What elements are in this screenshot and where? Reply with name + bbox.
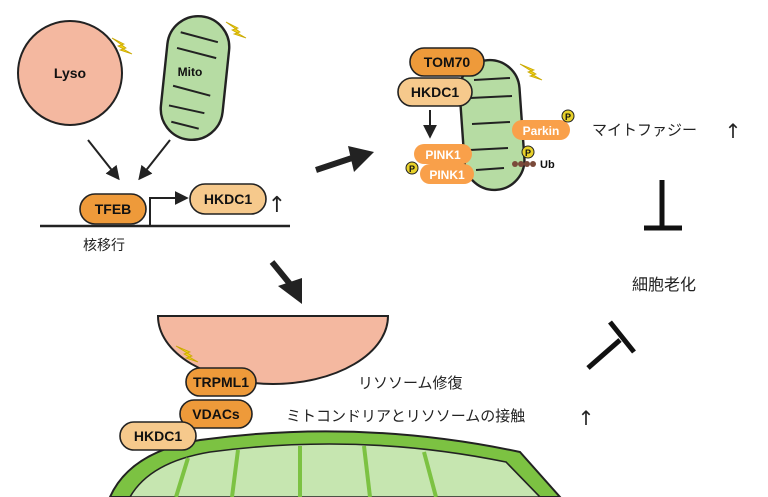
lightning-icon [519, 63, 543, 81]
nuclear-translocation-label: 核移行 [83, 238, 125, 254]
svg-text:TOM70: TOM70 [424, 54, 471, 70]
phospho-icon: P [405, 161, 419, 175]
svg-text:HKDC1: HKDC1 [411, 84, 459, 100]
lysosome-bottom [156, 315, 390, 385]
mitochondrion: Mito [159, 14, 231, 142]
mito-lyso-contact-label: ミトコンドリアとリソソームの接触 [286, 407, 525, 425]
vdacs-pill: VDACs [179, 399, 253, 429]
phospho-icon: P [561, 109, 575, 123]
lysosome-repair-label: リソソーム修復 [358, 374, 463, 392]
arrow-tfeb-to-hkdc1 [149, 191, 189, 226]
mitochondrion-bottom [108, 430, 562, 497]
inhibition-symbol-top [644, 180, 682, 231]
pink1-pill-top: PINK1 [414, 144, 472, 164]
mito-label: Mito [178, 65, 203, 79]
svg-text:TRPML1: TRPML1 [193, 374, 249, 390]
up-arrow-contact: ↑ [578, 406, 595, 430]
tom70-pill: TOM70 [409, 47, 485, 77]
big-arrow-right [315, 146, 374, 173]
arrow-lyso-to-tfeb [87, 139, 120, 181]
tfeb-pill: TFEB [79, 193, 147, 225]
hkdc1-pill-right: HKDC1 [397, 77, 473, 107]
arrow-mito-to-tfeb [138, 139, 171, 181]
hkdc1-pill-bottom: HKDC1 [119, 421, 197, 451]
lightning-icon [175, 345, 199, 363]
lightning-icon [225, 21, 247, 39]
svg-text:P: P [565, 112, 571, 122]
up-arrow-hkdc1: ↑ [268, 193, 286, 218]
big-arrow-down [269, 260, 302, 304]
pink1-pill-bottom: PINK1 [420, 164, 474, 184]
svg-text:VDACs: VDACs [192, 406, 240, 422]
svg-text:P: P [409, 164, 415, 174]
svg-text:PINK1: PINK1 [425, 148, 461, 162]
lysosome: Lyso [17, 20, 123, 126]
ubiquitin-chain: Ub [512, 159, 555, 171]
svg-text:HKDC1: HKDC1 [204, 191, 252, 207]
lightning-icon [111, 37, 133, 55]
svg-text:TFEB: TFEB [95, 201, 132, 217]
svg-text:PINK1: PINK1 [429, 168, 465, 182]
trpml1-pill: TRPML1 [185, 367, 257, 397]
svg-text:Ub: Ub [540, 159, 555, 171]
svg-text:HKDC1: HKDC1 [134, 428, 182, 444]
lyso-label: Lyso [54, 65, 86, 81]
svg-text:Parkin: Parkin [523, 124, 560, 138]
senescence-label: 細胞老化 [632, 275, 696, 294]
hkdc1-pill-top: HKDC1 [189, 183, 267, 215]
mitophagy-label: マイトファジー [592, 121, 697, 139]
svg-text:P: P [525, 148, 531, 158]
parkin-pill: Parkin [512, 120, 570, 140]
inhibition-symbol-bottom [586, 320, 636, 370]
up-arrow-mitophagy: ↑ [725, 119, 742, 143]
phospho-icon: P [521, 145, 535, 159]
